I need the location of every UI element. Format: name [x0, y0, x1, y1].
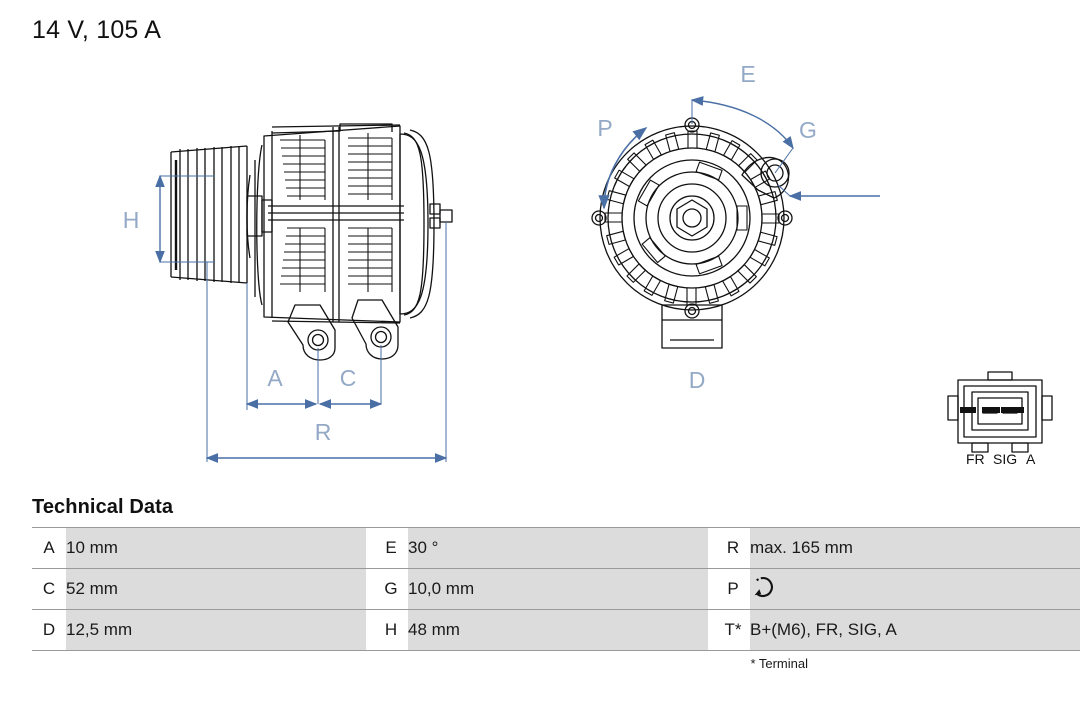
column-gap [708, 527, 716, 569]
mounting-bracket-right [351, 299, 399, 360]
fan-slots [604, 130, 780, 306]
label-a: A [267, 365, 283, 391]
technical-drawing: H A C R E G P D FR SIG A [123, 61, 1053, 467]
row-key-c: C [32, 568, 66, 610]
terminal-footnote: * Terminal [750, 656, 808, 671]
label-h: H [123, 207, 140, 233]
terminal-stud [429, 203, 453, 229]
label-g: G [799, 117, 817, 143]
alternator-housing [246, 123, 404, 324]
technical-data-table: A 10 mm E 30 ° R max. 165 mm C 52 mm G 1… [32, 527, 1080, 651]
table-row: D 12,5 mm H 48 mm T* B+(M6), FR, SIG, A [32, 609, 1080, 651]
connector-housing [661, 304, 723, 349]
pin-label-fr: FR [966, 451, 985, 467]
page-title: 14 V, 105 A [32, 16, 162, 44]
rear-cover [399, 129, 435, 319]
row-value-c: 52 mm [66, 568, 366, 610]
row-value-a: 10 mm [66, 527, 366, 569]
label-r: R [315, 419, 332, 445]
row-value-r: max. 165 mm [750, 527, 1080, 569]
row-key-e: E [374, 527, 408, 569]
mounting-bracket-left [287, 304, 336, 361]
cooling-fins-left-lower [280, 227, 326, 292]
table-row: C 52 mm G 10,0 mm P [32, 568, 1080, 610]
row-key-a: A [32, 527, 66, 569]
label-p: P [597, 115, 612, 141]
table-row: A 10 mm E 30 ° R max. 165 mm [32, 527, 1080, 569]
connector-pins [960, 407, 1024, 413]
rotation-direction-icon [750, 574, 776, 605]
label-d: D [689, 367, 706, 393]
column-gap [366, 568, 374, 610]
stator-segments [637, 161, 748, 275]
row-key-t: T* [716, 609, 750, 651]
row-value-d: 12,5 mm [66, 609, 366, 651]
column-gap [366, 527, 374, 569]
mounting-eyes [591, 117, 793, 319]
technical-data-heading: Technical Data [32, 496, 174, 518]
row-value-t: B+(M6), FR, SIG, A [750, 609, 1080, 651]
column-gap [708, 568, 716, 610]
cooling-fins-right-upper [348, 133, 393, 200]
row-key-g: G [374, 568, 408, 610]
row-value-e: 30 ° [408, 527, 708, 569]
row-key-h: H [374, 609, 408, 651]
row-key-r: R [716, 527, 750, 569]
connector-pin-labels: FR SIG A [966, 451, 1036, 467]
dimension-lines [155, 96, 880, 463]
pin-label-sig: SIG [993, 451, 1017, 467]
cooling-fins-left-upper [280, 135, 326, 200]
tensioner-boss [741, 156, 790, 199]
technical-data-section: Technical Data A 10 mm E 30 ° R max. 165… [32, 496, 1080, 671]
row-value-p [750, 568, 1080, 610]
row-value-g: 10,0 mm [408, 568, 708, 610]
cooling-fins-right-lower [348, 227, 393, 292]
column-gap [708, 609, 716, 651]
label-c: C [340, 365, 357, 391]
row-value-h: 48 mm [408, 609, 708, 651]
dimension-labels: H A C R E G P D [123, 61, 817, 445]
row-key-p: P [716, 568, 750, 610]
row-key-d: D [32, 609, 66, 651]
label-e: E [740, 61, 755, 87]
alternator-side-view [170, 123, 453, 361]
pin-label-a: A [1026, 451, 1036, 467]
column-gap [366, 609, 374, 651]
